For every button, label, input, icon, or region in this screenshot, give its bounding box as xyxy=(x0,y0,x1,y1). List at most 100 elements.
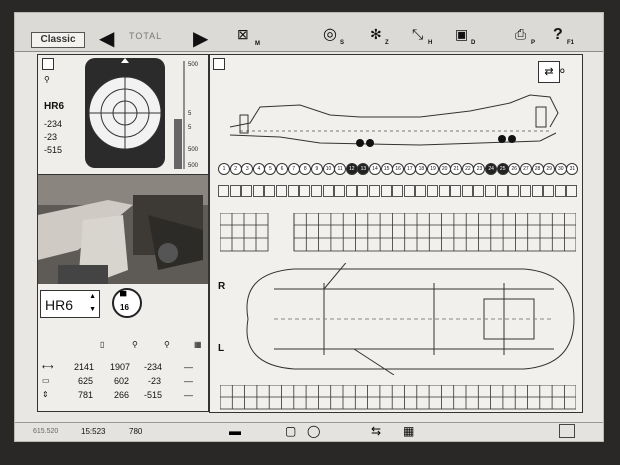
point-number-circle[interactable]: 28 xyxy=(531,163,544,175)
point-icon-tile[interactable] xyxy=(368,185,380,197)
point-icon-tile[interactable] xyxy=(357,185,369,197)
point-number-circle[interactable]: 31 xyxy=(566,163,579,175)
point-icon-tile[interactable] xyxy=(276,185,288,197)
point-icon-tile[interactable] xyxy=(264,185,276,197)
point-number-circle[interactable]: 15 xyxy=(380,163,393,175)
point-number-circle[interactable]: 19 xyxy=(427,163,440,175)
point-number-circle[interactable]: 30 xyxy=(554,163,567,175)
point-number-circle[interactable]: 23 xyxy=(473,163,486,175)
point-number-circle[interactable]: 26 xyxy=(508,163,521,175)
measure-m-sub: M xyxy=(255,41,260,47)
col-ref-icon: ▯ xyxy=(100,340,105,349)
point-number-circle[interactable]: 4 xyxy=(252,163,265,175)
point-number-circle[interactable]: 13 xyxy=(357,163,370,175)
tool-h-button[interactable]: ⤡ xyxy=(412,26,424,42)
point-icon-tile[interactable] xyxy=(485,185,497,197)
diagram-close-icon[interactable] xyxy=(213,58,225,70)
point-number-circle[interactable]: 25 xyxy=(496,163,509,175)
row1-ref: 2141 xyxy=(74,362,95,372)
row1-extra: — xyxy=(184,362,193,372)
point-number-circle[interactable]: 16 xyxy=(392,163,405,175)
point-number-circle[interactable]: 14 xyxy=(368,163,381,175)
point-icon-tile[interactable] xyxy=(566,185,578,197)
wheel-icon[interactable]: ◯ xyxy=(307,424,321,438)
point-number-circle[interactable]: 5 xyxy=(264,163,277,175)
point-icon-tile[interactable] xyxy=(299,185,311,197)
point-number-circle[interactable]: 18 xyxy=(415,163,428,175)
upper-measure-grid xyxy=(220,213,576,252)
point-number-circle[interactable]: 1 xyxy=(218,163,230,175)
point-number-circle[interactable]: 2 xyxy=(229,163,242,175)
target-s-button[interactable]: ◎ xyxy=(323,26,337,43)
row3-ref: 781 xyxy=(78,390,94,400)
print-p-button[interactable]: ⎙ xyxy=(515,26,527,42)
chevron-down-icon[interactable]: ▼ xyxy=(89,306,96,313)
point-icon-tile[interactable] xyxy=(252,185,264,197)
row3-measured: 266 xyxy=(114,390,130,400)
toolbar: Classic ◀ TOTAL ▶ ⊠ M ◎ S ✻ Z ⤡ H ▣ D ⎙ … xyxy=(15,13,603,52)
point-icon-tile[interactable] xyxy=(543,185,555,197)
point-icon-tile[interactable] xyxy=(241,185,253,197)
point-number-circle[interactable]: 10 xyxy=(322,163,335,175)
point-number-circle[interactable]: 20 xyxy=(438,163,451,175)
point-icon-tile[interactable] xyxy=(415,185,427,197)
connect-icon[interactable]: ⇆ xyxy=(371,424,382,438)
col-print-icon: ▦ xyxy=(194,340,202,349)
height-scale xyxy=(174,61,185,169)
vehicle-icon[interactable]: ▬ xyxy=(229,424,241,438)
point-number-circle[interactable]: 8 xyxy=(299,163,312,175)
point-icon-tile[interactable] xyxy=(519,185,531,197)
lock-icon[interactable]: ▢ xyxy=(285,424,297,438)
point-icon-tile[interactable] xyxy=(334,185,346,197)
point-number-circle[interactable]: 29 xyxy=(543,163,556,175)
point-icon-tile[interactable] xyxy=(287,185,299,197)
point-icon-tile[interactable] xyxy=(531,185,543,197)
point-select[interactable]: HR6 ▲ ▼ xyxy=(40,290,100,318)
classic-mode-button[interactable]: Classic xyxy=(31,32,85,48)
tools-icon[interactable]: ▦ xyxy=(403,424,415,438)
chevron-up-icon[interactable]: ▲ xyxy=(89,293,96,300)
point-icon-tile[interactable] xyxy=(345,185,357,197)
point-number-circle[interactable]: 27 xyxy=(519,163,532,175)
point-icon-tile[interactable] xyxy=(310,185,322,197)
point-icon-tile[interactable] xyxy=(496,185,508,197)
point-icon-tile[interactable] xyxy=(473,185,485,197)
scale-label-3: 500 xyxy=(188,147,199,153)
point-icon-tile[interactable] xyxy=(438,185,450,197)
point-icon-tile[interactable] xyxy=(427,185,439,197)
camera-d-button[interactable]: ▣ xyxy=(455,26,469,42)
point-number-circle[interactable]: 24 xyxy=(485,163,498,175)
point-icon-tile[interactable] xyxy=(508,185,520,197)
point-icon-tile[interactable] xyxy=(392,185,404,197)
point-number-circle[interactable]: 17 xyxy=(403,163,416,175)
point-number-circle[interactable]: 6 xyxy=(276,163,289,175)
help-icon[interactable]: ? xyxy=(553,26,563,43)
panel-close-icon[interactable] xyxy=(42,58,54,70)
point-icon-tile[interactable] xyxy=(461,185,473,197)
point-icon-tile[interactable] xyxy=(322,185,334,197)
point-icon-tile[interactable] xyxy=(380,185,392,197)
gauge-value-y: -23 xyxy=(44,132,58,142)
tool-z-button[interactable]: ✻ xyxy=(370,26,382,42)
point-badge: ▀ 16 xyxy=(112,288,142,318)
tool-h-sub: H xyxy=(428,40,433,46)
point-icon-tile[interactable] xyxy=(403,185,415,197)
point-number-circle[interactable]: 12 xyxy=(345,163,358,175)
point-number-circle[interactable]: 3 xyxy=(241,163,254,175)
point-icon-tile[interactable] xyxy=(450,185,462,197)
point-icon-row xyxy=(218,185,578,199)
arrow-left-icon[interactable]: ◀ xyxy=(99,28,115,50)
point-number-circle[interactable]: 9 xyxy=(310,163,323,175)
exit-button[interactable] xyxy=(559,424,575,438)
point-icon-tile[interactable] xyxy=(229,185,241,197)
point-number-circle[interactable]: 22 xyxy=(461,163,474,175)
point-number-circle[interactable]: 11 xyxy=(334,163,347,175)
view-o-button[interactable]: ⇄ xyxy=(538,61,560,83)
point-number-circle[interactable]: 21 xyxy=(450,163,463,175)
point-icon-tile[interactable] xyxy=(218,185,229,197)
measure-m-button[interactable]: ⊠ xyxy=(237,26,249,42)
point-number-circle[interactable]: 7 xyxy=(287,163,300,175)
point-icon-tile[interactable] xyxy=(554,185,566,197)
point-select-value: HR6 xyxy=(45,297,74,313)
arrow-right-icon[interactable]: ▶ xyxy=(193,28,209,50)
